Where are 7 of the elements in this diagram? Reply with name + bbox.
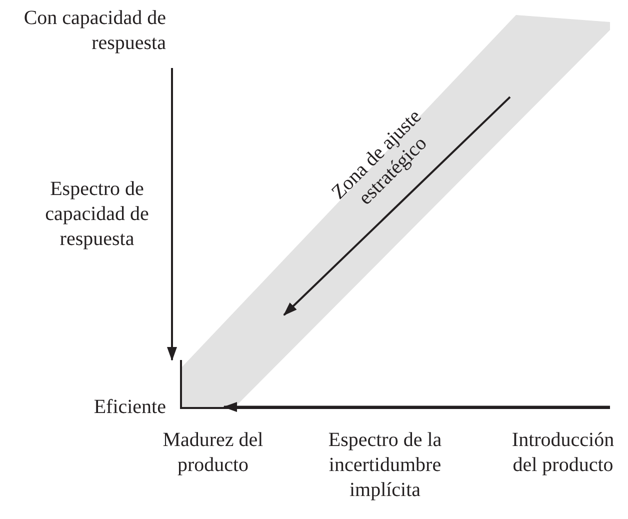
- axis-label: Introducción del producto: [510, 428, 616, 478]
- axis-label: Eficiente: [92, 395, 166, 420]
- axis-label: Madurez del producto: [162, 428, 264, 478]
- strategic-fit-band: [181, 15, 610, 408]
- axis-label: Espectro de la incertidumbre implícita: [327, 428, 443, 503]
- axis-label: Espectro de capacidad de respuesta: [44, 177, 150, 252]
- axis-label: Con capacidad de respuesta: [22, 6, 166, 56]
